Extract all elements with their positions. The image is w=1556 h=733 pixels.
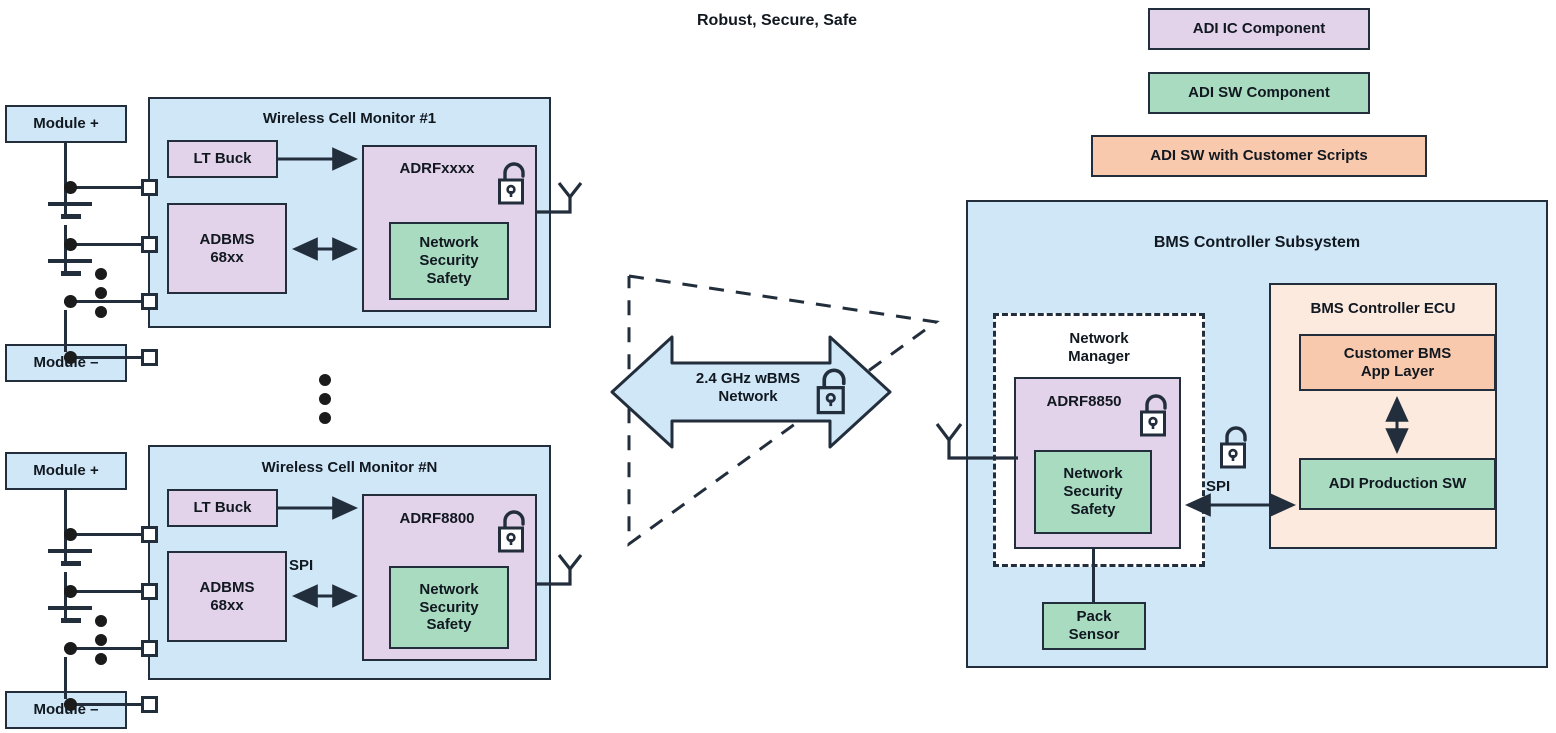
connector-pin — [141, 583, 158, 600]
nss-label: Network Security Safety — [419, 234, 479, 287]
cells-ellipsis-n — [95, 615, 107, 665]
module-plus-label: Module + — [33, 115, 99, 133]
network-manager-title: Network Manager — [1068, 330, 1130, 365]
wireless-cell-monitor-1-title: Wireless Cell Monitor #1 — [262, 110, 437, 127]
legend-item-adi-ic-component: ADI IC Component — [1148, 8, 1370, 50]
junction-dot — [64, 351, 77, 364]
open-padlock-icon — [496, 508, 532, 561]
network-security-safety-n: Network Security Safety — [389, 566, 509, 649]
cell-tap-wire-n-3 — [64, 647, 150, 650]
open-padlock-icon-network — [814, 366, 854, 423]
nss-label: Network Security Safety — [1063, 465, 1123, 518]
legend-item-adi-sw-customer-scripts: ADI SW with Customer Scripts — [1091, 135, 1427, 177]
junction-dot — [64, 642, 77, 655]
spi-label-bms: SPI — [1206, 478, 1231, 495]
pack-sensor: Pack Sensor — [1042, 602, 1146, 650]
junction-dot — [64, 585, 77, 598]
junction-dot — [64, 698, 77, 711]
antenna-icon-1 — [537, 178, 597, 231]
legend-item-adi-sw-component: ADI SW Component — [1148, 72, 1370, 114]
module-plus-terminal-n: Module + — [5, 452, 127, 490]
connector-pin — [141, 236, 158, 253]
network-security-safety-1: Network Security Safety — [389, 222, 509, 300]
lt-buck-label: LT Buck — [193, 150, 252, 168]
adi-production-sw: ADI Production SW — [1299, 458, 1496, 510]
legend-label: ADI SW with Customer Scripts — [1150, 147, 1368, 165]
bms-controller-ecu-title: BMS Controller ECU — [1310, 300, 1456, 317]
wbms-network-label: 2.4 GHz wBMS Network — [695, 370, 801, 405]
cells-ellipsis-1 — [95, 268, 107, 318]
lt-buck-n: LT Buck — [167, 489, 278, 527]
customer-bms-app-layer: Customer BMS App Layer — [1299, 334, 1496, 391]
open-padlock-icon — [496, 160, 532, 213]
page-title: Robust, Secure, Safe — [697, 12, 858, 29]
adbms-label: ADBMS 68xx — [199, 230, 255, 266]
lt-buck-1: LT Buck — [167, 140, 278, 178]
open-padlock-icon — [1138, 392, 1174, 445]
adrf8800-title: ADRF8800 — [399, 510, 475, 527]
antenna-icon-bms — [932, 412, 1032, 477]
antenna-icon-n — [537, 550, 597, 603]
wireless-cell-monitor-n-title: Wireless Cell Monitor #N — [261, 459, 438, 476]
connector-pin — [141, 640, 158, 657]
module-stack-wire-1b — [64, 170, 67, 218]
connector-pin — [141, 349, 158, 366]
rf-coverage-triangle — [627, 274, 940, 547]
cell-tap-wire-1-2 — [64, 243, 150, 246]
legend-label: ADI SW Component — [1188, 84, 1330, 102]
legend-label: ADI IC Component — [1192, 20, 1326, 38]
module-stack-wire-nd — [64, 657, 67, 699]
module-stack-wire-nb — [64, 517, 67, 565]
lt-buck-label: LT Buck — [193, 499, 252, 517]
cell-tap-wire-1-4 — [64, 356, 150, 359]
adrf8850-title: ADRF8850 — [1046, 393, 1122, 410]
network-security-safety-bms: Network Security Safety — [1034, 450, 1152, 534]
adbms-68xx-n: ADBMS 68xx — [167, 551, 287, 642]
adbms-68xx-1: ADBMS 68xx — [167, 203, 287, 294]
open-padlock-icon-spi — [1218, 424, 1254, 477]
pack-sensor-wire — [1092, 549, 1095, 603]
connector-pin — [141, 293, 158, 310]
production-sw-label: ADI Production SW — [1328, 475, 1467, 493]
cell-tap-wire-1-1 — [64, 186, 150, 189]
module-plus-label: Module + — [33, 462, 99, 480]
spi-label-cell-monitor-n: SPI — [289, 557, 314, 574]
connector-pin — [141, 179, 158, 196]
adrf-radio-1-title: ADRFxxxx — [399, 160, 475, 177]
junction-dot — [64, 528, 77, 541]
bms-controller-subsystem-title: BMS Controller Subsystem — [1153, 234, 1361, 251]
connector-pin — [141, 526, 158, 543]
cell-monitors-ellipsis — [319, 374, 331, 424]
nss-label: Network Security Safety — [419, 580, 479, 634]
app-layer-label: Customer BMS App Layer — [1343, 344, 1452, 380]
cell-tap-wire-n-2 — [64, 590, 150, 593]
adbms-label: ADBMS 68xx — [199, 578, 255, 614]
junction-dot — [64, 238, 77, 251]
cell-tap-wire-1-3 — [64, 300, 150, 303]
junction-dot — [64, 295, 77, 308]
connector-pin — [141, 696, 158, 713]
cell-tap-wire-n-4 — [64, 703, 150, 706]
pack-sensor-label: Pack Sensor — [1068, 608, 1120, 643]
module-stack-wire-1d — [64, 310, 67, 352]
junction-dot — [64, 181, 77, 194]
module-plus-terminal-1: Module + — [5, 105, 127, 143]
cell-tap-wire-n-1 — [64, 533, 150, 536]
